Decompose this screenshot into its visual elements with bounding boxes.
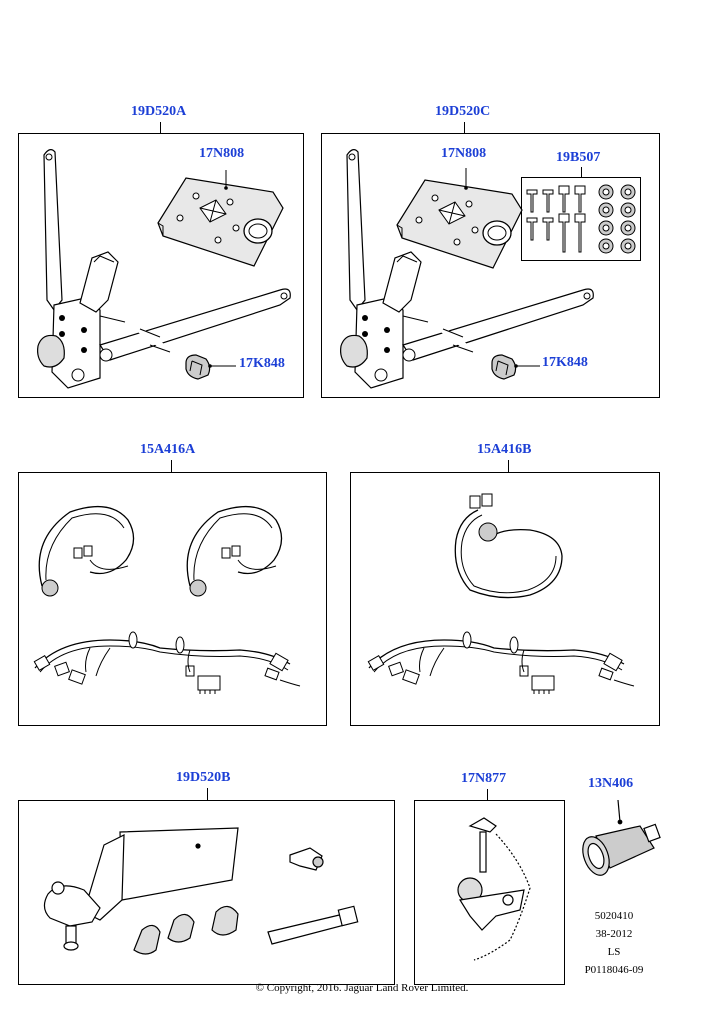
callout-19d520b[interactable]: 19D520B [176,770,231,785]
ref-date-code: 38-2012 [595,928,633,940]
mount-plate-a [157,177,284,267]
fastener-set [526,184,636,254]
callout-15a416a[interactable]: 15A416A [140,442,196,457]
callout-17n877[interactable]: 17N877 [461,771,507,786]
ref-illustration-id: P0118046-09 [584,964,644,976]
mount-plate-c [396,179,523,269]
callout-19d520a[interactable]: 19D520A [131,104,187,119]
detachable-towball-kit [43,827,359,955]
ref-model-code: LS [607,946,621,958]
towbar-assembly-a [38,150,291,388]
copyright-notice: © Copyright, 2016. Jaguar Land Rover Lim… [255,982,469,994]
socket-c [491,354,517,380]
main-harness-b [367,631,635,695]
main-harness-a [33,631,301,695]
leader-17n877 [487,789,488,800]
callout-17n808-a[interactable]: 17N808 [199,146,245,161]
pin-and-tow-hitch [457,817,531,961]
ref-number: 5020410 [594,910,634,922]
leader-19d520b [207,788,208,800]
leader-19b507 [581,167,582,177]
callout-17n808-c[interactable]: 17N808 [441,146,487,161]
callout-19d520c[interactable]: 19D520C [435,104,491,119]
frame-15a416a [18,472,327,726]
callout-13n406[interactable]: 13N406 [588,776,634,791]
leader-19d520c [464,122,465,133]
leader-19d520a [160,122,161,133]
frame-15a416b [350,472,660,726]
callout-15a416b[interactable]: 15A416B [477,442,532,457]
sensor-harness-right [186,505,283,597]
leader-15a416b [508,460,509,472]
leader-15a416a [171,460,172,472]
callout-17k848-c[interactable]: 17K848 [542,355,588,370]
towbar-assembly-c [341,150,594,388]
callout-17k848-a[interactable]: 17K848 [239,356,285,371]
sensor-harness-left [38,505,135,597]
electrical-connector [582,799,661,876]
callout-19b507[interactable]: 19B507 [556,150,601,165]
socket-a [185,354,211,380]
sensor-harness-b [454,493,563,599]
